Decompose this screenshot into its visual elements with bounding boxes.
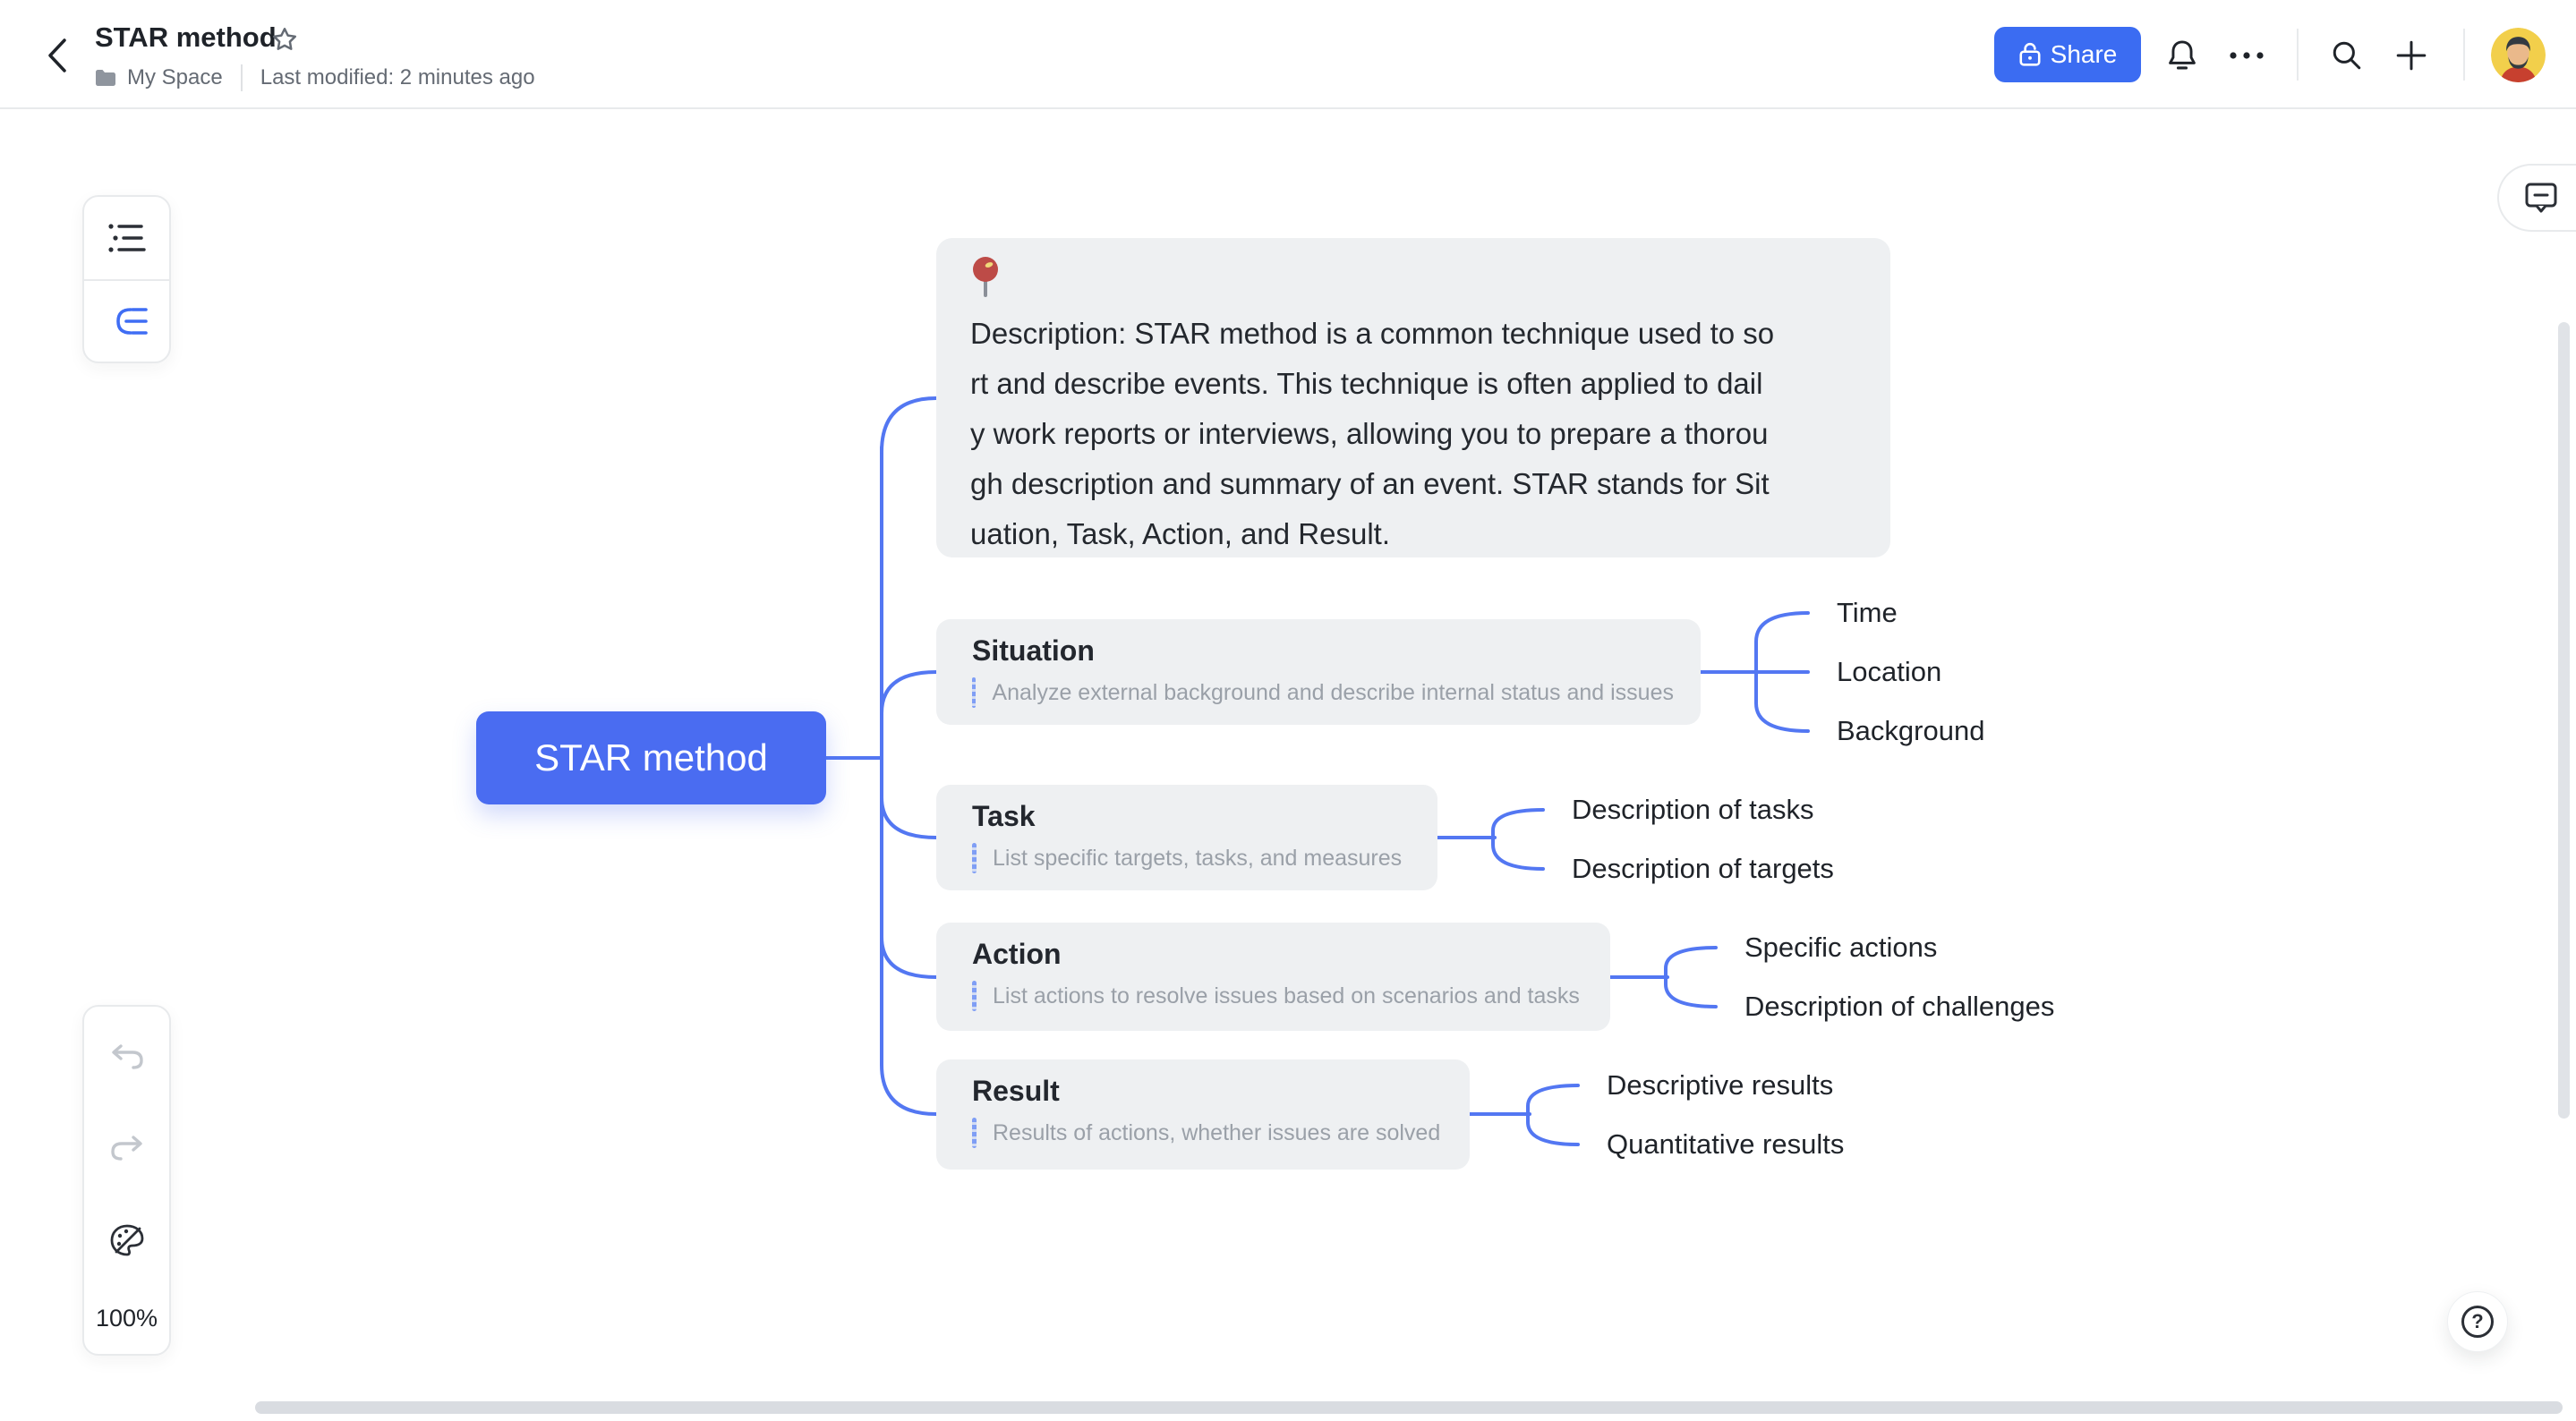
branch-title: Result <box>972 1075 1060 1107</box>
branch-note: List actions to resolve issues based on … <box>993 983 1580 1008</box>
branch-node-result[interactable]: Result Results of actions, whether issue… <box>936 1059 1470 1170</box>
note-indicator-bar <box>972 981 977 1011</box>
mindmap-view-button[interactable] <box>84 279 169 362</box>
branch-node-task[interactable]: Task List specific targets, tasks, and m… <box>936 785 1437 890</box>
connector-action <box>880 935 938 979</box>
leaf-node[interactable]: Location <box>1837 656 1942 687</box>
description-node[interactable]: Description: STAR method is a common tec… <box>936 238 1890 557</box>
branch-node-situation[interactable]: Situation Analyze external background an… <box>936 619 1701 725</box>
description-line: uation, Task, Action, and Result. <box>970 517 1391 550</box>
connector-task <box>880 796 938 839</box>
leaf-node[interactable]: Specific actions <box>1744 932 1938 963</box>
redo-button[interactable] <box>100 1121 154 1175</box>
connector-description <box>880 396 938 454</box>
share-button-label: Share <box>2050 40 2118 68</box>
avatar-illustration <box>2491 28 2546 82</box>
leaf-node[interactable]: Description of targets <box>1572 853 1834 884</box>
comment-bubble-icon <box>2525 183 2557 213</box>
more-options-button[interactable] <box>2223 32 2270 79</box>
undo-button[interactable] <box>100 1030 154 1084</box>
bulleted-list-icon <box>107 224 146 252</box>
ellipsis-icon <box>2230 52 2264 59</box>
create-new-button[interactable] <box>2388 32 2435 79</box>
branch-node-action[interactable]: Action List actions to resolve issues ba… <box>936 923 1610 1031</box>
leaf-node[interactable]: Background <box>1837 715 1985 746</box>
mindmap-icon <box>115 308 148 335</box>
branch-title: Situation <box>972 634 1095 667</box>
description-line: rt and describe events. This technique i… <box>970 367 1763 400</box>
outline-list-button[interactable] <box>84 197 169 279</box>
leaf-node[interactable]: Time <box>1837 597 1898 628</box>
vertical-scrollbar[interactable] <box>2558 322 2570 1119</box>
space-name[interactable]: My Space <box>127 65 223 89</box>
toolbar-divider <box>2297 29 2299 81</box>
leaf-node[interactable]: Description of challenges <box>1744 991 2055 1022</box>
mindmap-canvas[interactable]: STAR method Description: STAR method is … <box>0 109 2576 1421</box>
connector-situation <box>880 670 938 715</box>
plus-icon <box>2396 40 2427 71</box>
meta-divider <box>240 64 243 91</box>
note-indicator-bar <box>972 1118 977 1148</box>
folder-icon <box>95 69 116 87</box>
avatar[interactable] <box>2491 28 2546 82</box>
bell-icon <box>2169 40 2196 70</box>
undo-icon <box>111 1044 143 1069</box>
connector-situation-bracket <box>1754 611 1810 733</box>
horizontal-scrollbar[interactable] <box>255 1401 2563 1414</box>
description-line: gh description and summary of an event. … <box>970 467 1770 500</box>
connector-result-bracket <box>1526 1084 1580 1146</box>
connector-result <box>880 1063 938 1116</box>
notifications-button[interactable] <box>2159 32 2205 79</box>
search-button[interactable] <box>2324 32 2370 79</box>
help-button[interactable]: ? <box>2447 1291 2508 1352</box>
view-switch-panel <box>82 195 171 363</box>
description-line: y work reports or interviews, allowing y… <box>970 417 1769 450</box>
pushpin-icon <box>972 256 1864 307</box>
back-button[interactable] <box>36 32 79 79</box>
description-line: Description: STAR method is a common tec… <box>970 317 1775 350</box>
top-bar: STAR method My Space Last modified: 2 mi… <box>0 0 2576 109</box>
question-mark-icon: ? <box>2461 1306 2494 1338</box>
branch-note: Analyze external background and describe… <box>992 679 1674 705</box>
canvas-controls-panel: 100% <box>82 1005 171 1356</box>
lock-icon <box>2019 42 2041 66</box>
toolbar-divider-2 <box>2463 29 2465 81</box>
leaf-node[interactable]: Descriptive results <box>1607 1069 1834 1101</box>
branch-title: Task <box>972 800 1036 832</box>
breadcrumb: My Space Last modified: 2 minutes ago <box>95 64 535 91</box>
connector-action-bracket <box>1664 946 1718 1008</box>
favorite-star-icon[interactable] <box>269 23 301 55</box>
branch-title: Action <box>972 938 1062 970</box>
redo-icon <box>110 1136 142 1161</box>
palette-icon <box>110 1224 143 1256</box>
document-title[interactable]: STAR method <box>95 21 277 53</box>
theme-button[interactable] <box>100 1213 154 1267</box>
note-indicator-bar <box>972 677 977 708</box>
zoom-level[interactable]: 100% <box>95 1304 158 1332</box>
last-modified: Last modified: 2 minutes ago <box>260 65 535 89</box>
chevron-left-icon <box>48 38 66 72</box>
branch-note: Results of actions, whether issues are s… <box>993 1119 1441 1145</box>
search-icon <box>2333 41 2361 70</box>
root-node[interactable]: STAR method <box>476 711 826 804</box>
leaf-node[interactable]: Quantitative results <box>1607 1128 1845 1160</box>
branch-note: List specific targets, tasks, and measur… <box>993 845 1403 871</box>
comment-button[interactable] <box>2497 164 2576 232</box>
share-button[interactable]: Share <box>1994 27 2141 82</box>
note-indicator-bar <box>972 843 977 873</box>
connector-task-bracket <box>1491 808 1545 871</box>
leaf-node[interactable]: Description of tasks <box>1572 794 1814 825</box>
